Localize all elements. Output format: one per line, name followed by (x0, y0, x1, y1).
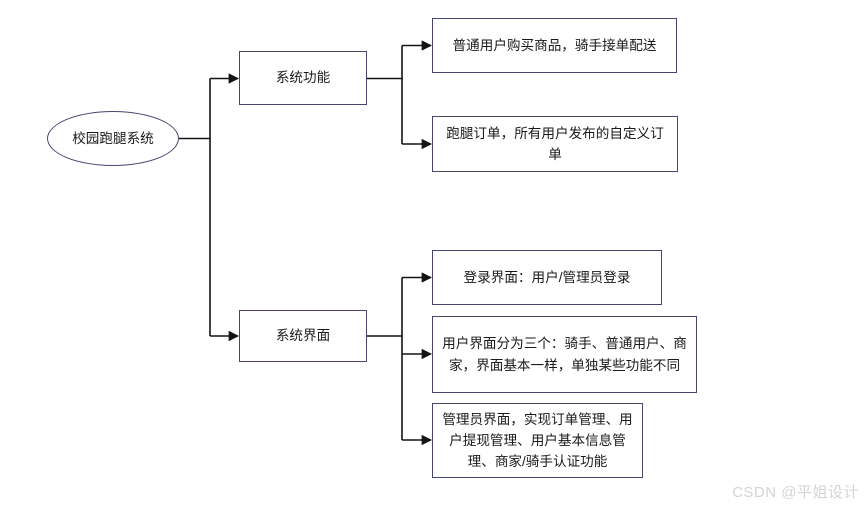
leaf-label: 管理员界面，实现订单管理、用户提现管理、用户基本信息管理、商家/骑手认证功能 (442, 411, 633, 470)
branch-label: 系统功能 (275, 70, 331, 86)
root-node: 校园跑腿系统 (47, 111, 179, 166)
branch-label: 系统界面 (275, 328, 331, 344)
leaf-label: 用户界面分为三个：骑手、普通用户、商家，界面基本一样，单独某些功能不同 (442, 336, 687, 373)
leaf-node-login-interface: 登录界面：用户/管理员登录 (432, 250, 662, 305)
leaf-node-admin-interface: 管理员界面，实现订单管理、用户提现管理、用户基本信息管理、商家/骑手认证功能 (432, 403, 643, 478)
branch-node-system-interface: 系统界面 (239, 310, 367, 362)
branch-node-system-functions: 系统功能 (239, 51, 367, 105)
leaf-node-errand-orders: 跑腿订单，所有用户发布的自定义订单 (432, 116, 678, 172)
leaf-label: 普通用户购买商品，骑手接单配送 (452, 37, 657, 53)
leaf-label: 跑腿订单，所有用户发布的自定义订单 (446, 125, 664, 162)
leaf-node-user-interfaces: 用户界面分为三个：骑手、普通用户、商家，界面基本一样，单独某些功能不同 (432, 316, 697, 393)
leaf-node-purchase-delivery: 普通用户购买商品，骑手接单配送 (432, 18, 677, 73)
watermark-text: CSDN @平姐设计 (732, 484, 859, 501)
leaf-label: 登录界面：用户/管理员登录 (463, 269, 631, 285)
root-label: 校园跑腿系统 (72, 130, 154, 146)
